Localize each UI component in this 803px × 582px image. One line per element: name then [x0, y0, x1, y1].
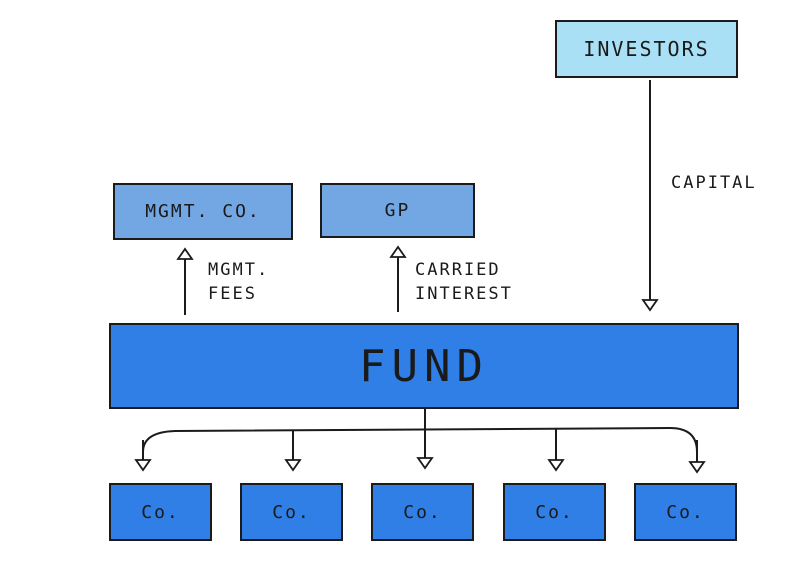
company-node: Co. [109, 483, 212, 541]
co-3-arrowhead [416, 457, 434, 470]
mgmt-fees-label-line-2: FEES [208, 284, 257, 304]
mgmt-co-node: MGMT. CO. [113, 183, 293, 240]
company-node: Co. [503, 483, 606, 541]
company-node: Co. [634, 483, 737, 541]
mgmt-fees-arrowhead [176, 247, 194, 260]
mgmt-fees-label-line-1: MGMT. [208, 260, 270, 280]
co-1-arrowhead [134, 459, 152, 472]
distribution-branch [142, 426, 698, 453]
gp-node: GP [320, 183, 475, 238]
investors-node: INVESTORS [555, 20, 738, 78]
co-2-arrowhead [284, 459, 302, 472]
company-node: Co. [240, 483, 343, 541]
co-5-arrowhead [688, 461, 706, 474]
carried-interest-label-line-1: CARRIED [415, 260, 501, 280]
carried-interest-arrowhead [389, 245, 407, 258]
co-4-arrowhead [547, 459, 565, 472]
capital-arrowhead [641, 299, 659, 312]
fund-node: FUND [109, 323, 739, 409]
carried-interest-label-line-2: INTEREST [415, 284, 513, 304]
company-node: Co. [371, 483, 474, 541]
capital-label: CAPITAL [671, 173, 757, 193]
